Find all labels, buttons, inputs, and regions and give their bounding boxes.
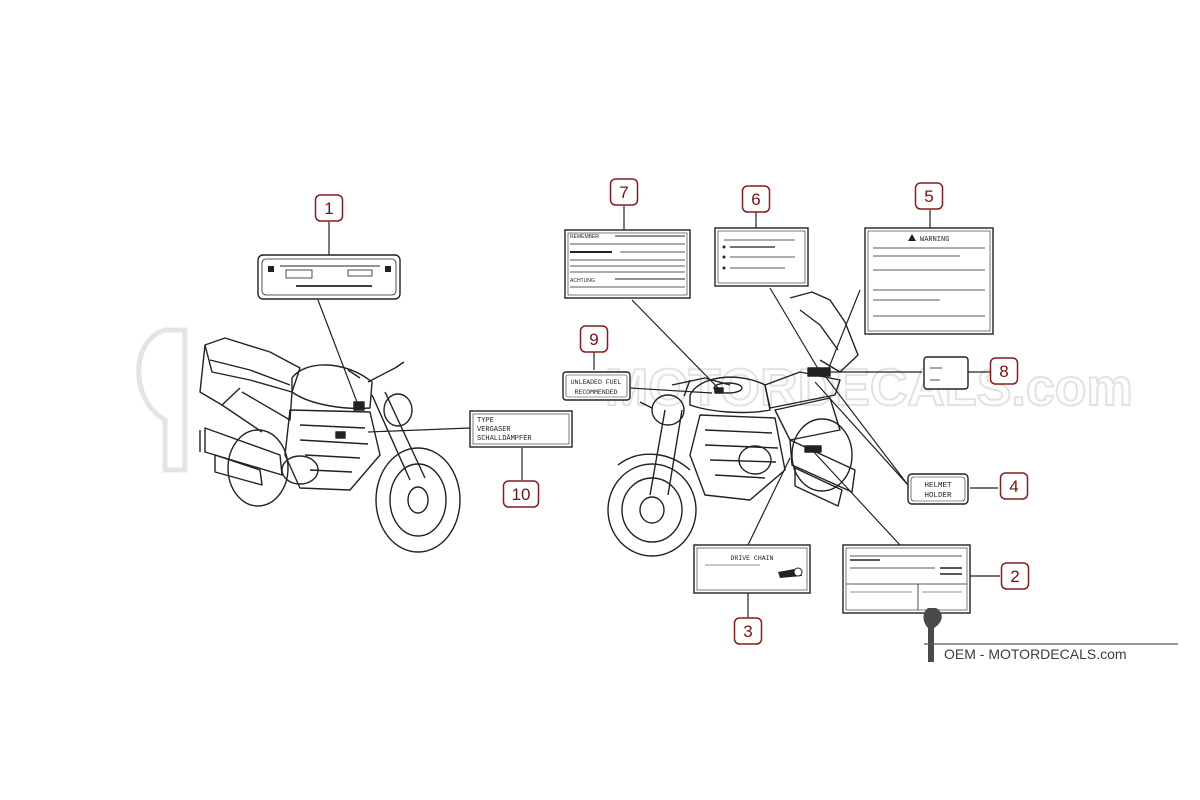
decal-8-illustration: [923, 356, 969, 390]
callout-box: [733, 617, 763, 645]
decal-10-illustration: TYPE VERGASER SCHALLDÄMPFER: [469, 410, 573, 448]
watermark-text: OEM - MOTORDECALS.com: [944, 646, 1127, 662]
callout-10: 10: [502, 480, 540, 508]
left-motorcycle-drawing: [199, 337, 461, 553]
callout-4: 4: [999, 472, 1029, 500]
callout-box: [502, 480, 540, 508]
background-watermark-text: MOTORDECALS.com: [605, 359, 1133, 417]
decal-2-illustration: [842, 544, 971, 614]
callout-3: 3: [733, 617, 763, 645]
decal-4-illustration: HELMET HOLDER: [907, 473, 969, 505]
callout-box: [914, 182, 944, 210]
decal-3-drive-chain-text: DRIVE CHAIN: [731, 555, 774, 562]
callout-number: 3: [743, 622, 752, 641]
callout-7: 7: [609, 178, 639, 206]
callout-number: 6: [751, 190, 760, 209]
decal-6-illustration: [714, 227, 809, 287]
callout-number: 8: [999, 362, 1008, 381]
decal-4-line-1: HELMET: [924, 482, 952, 490]
decal-7-illustration: REMEMBER ACHTUNG: [564, 229, 691, 299]
callout-number: 10: [512, 485, 531, 504]
callout-number: 4: [1009, 477, 1018, 496]
leader-lines: [317, 206, 1000, 622]
decal-9-illustration: UNLEADED FUEL RECOMMENDED: [562, 371, 631, 401]
motordecals-logo: OEM - MOTORDECALS.com: [923, 608, 1178, 662]
decal-10-line-1: TYPE: [477, 417, 494, 425]
callout-box: [999, 472, 1029, 500]
decal-4-line-2: HOLDER: [924, 492, 952, 500]
callout-number: 9: [589, 330, 598, 349]
decal-7-remember-text: REMEMBER: [570, 234, 599, 240]
callout-number: 7: [619, 183, 628, 202]
decal-3-illustration: DRIVE CHAIN: [693, 544, 811, 594]
callout-8: 8: [989, 357, 1019, 385]
right-motorcycle-drawing: [607, 291, 859, 557]
background-watermark: MOTORDECALS.com: [136, 327, 1134, 473]
callout-number: 2: [1010, 567, 1019, 586]
callout-box: [314, 194, 344, 222]
decal-10-line-3: SCHALLDÄMPFER: [477, 434, 532, 443]
motordecals-logo-icon: [923, 608, 942, 662]
callout-box: [1000, 562, 1030, 590]
callout-box: [579, 325, 609, 353]
callout-1: 1: [314, 194, 344, 222]
callout-2: 2: [1000, 562, 1030, 590]
callout-5: 5: [914, 182, 944, 210]
decal-5-illustration: WARNING: [864, 227, 994, 335]
callout-6: 6: [741, 185, 771, 213]
callout-box: [741, 185, 771, 213]
decal-1-illustration: [257, 254, 401, 300]
callout-box: [989, 357, 1019, 385]
decal-10-line-2: VERGASER: [477, 426, 511, 434]
callout-badges: 1 2 3 4 5 6 7 8 9 10: [314, 178, 1030, 645]
callout-box: [609, 178, 639, 206]
callout-9: 9: [579, 325, 609, 353]
callout-number: 5: [924, 187, 933, 206]
decal-9-line-2: RECOMMENDED: [575, 389, 618, 396]
decal-7-achtung-text: ACHTUNG: [570, 278, 595, 284]
decal-9-line-1: UNLEADED FUEL: [571, 379, 622, 386]
decal-5-warning-title: WARNING: [920, 236, 949, 244]
callout-number: 1: [324, 199, 333, 218]
